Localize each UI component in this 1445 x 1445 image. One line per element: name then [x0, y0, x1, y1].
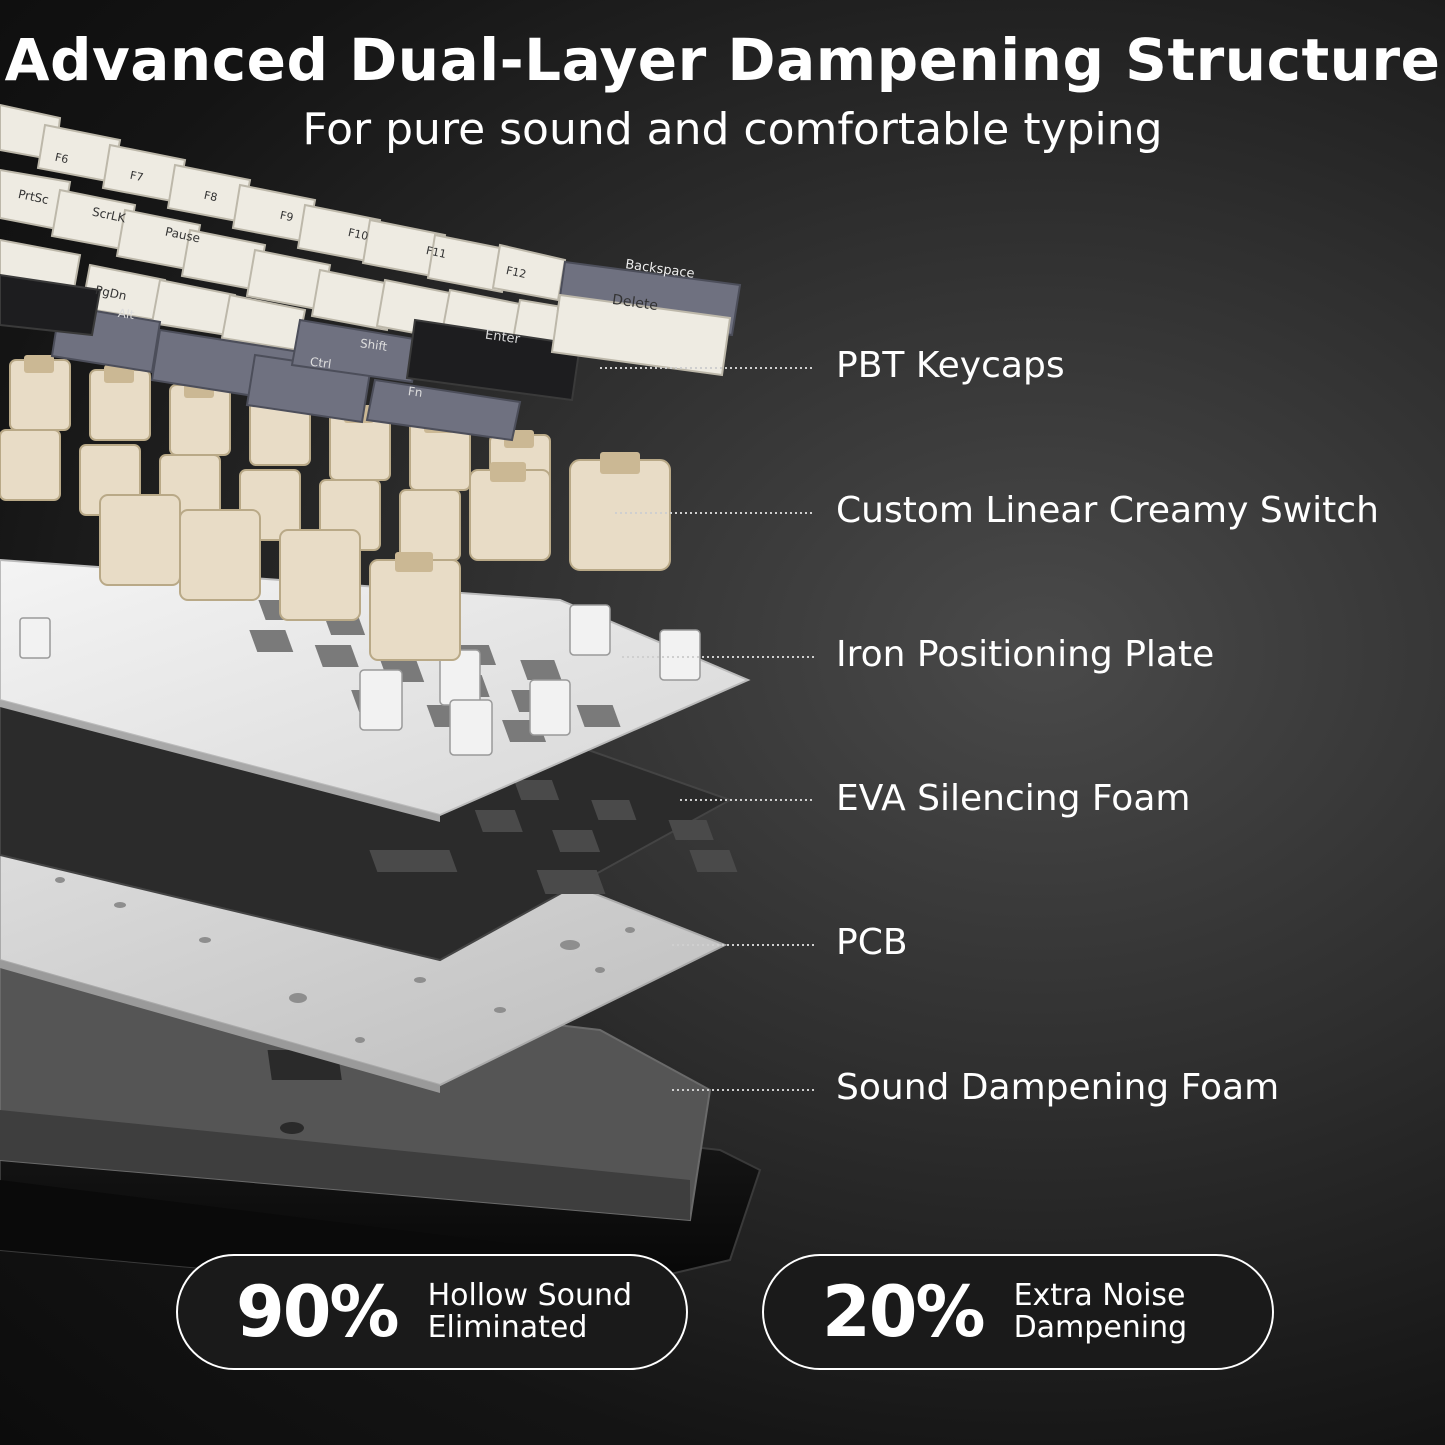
keycaps-gray: [50, 260, 742, 442]
label-eva-foam: EVA Silencing Foam: [836, 778, 1191, 819]
page-subtitle: For pure sound and comfortable typing: [302, 104, 1163, 155]
stat-line-1: Hollow Sound: [427, 1278, 633, 1313]
label-creamy-switch: Custom Linear Creamy Switch: [836, 490, 1379, 531]
stat-description: Extra Noise Dampening: [1014, 1280, 1188, 1344]
label-iron-plate: Iron Positioning Plate: [836, 634, 1215, 675]
keycaps-layer: [0, 103, 742, 442]
label-pbt-keycaps: PBT Keycaps: [836, 345, 1065, 386]
stat-line-2: Eliminated: [427, 1310, 588, 1345]
keycaps-black: [0, 273, 582, 402]
pcb-holes: [55, 877, 635, 1043]
stat-line-1: Extra Noise: [1013, 1278, 1186, 1313]
stat-badge-hollow-sound: 90% Hollow Sound Eliminated: [176, 1254, 688, 1370]
page-title: Advanced Dual-Layer Dampening Structure: [4, 26, 1441, 94]
stat-value: 90%: [236, 1271, 400, 1353]
stat-badge-noise-dampening: 20% Extra Noise Dampening: [762, 1254, 1274, 1370]
stat-line-2: Dampening: [1013, 1310, 1188, 1345]
label-sound-dampening-foam: Sound Dampening Foam: [836, 1067, 1280, 1108]
label-pcb: PCB: [836, 922, 908, 963]
stat-description: Hollow Sound Eliminated: [428, 1280, 632, 1344]
plate-stabilizers: [19, 604, 701, 756]
stat-value: 20%: [822, 1271, 986, 1353]
leader-lines: [600, 367, 815, 1091]
keycaps-white-right: [550, 293, 732, 377]
